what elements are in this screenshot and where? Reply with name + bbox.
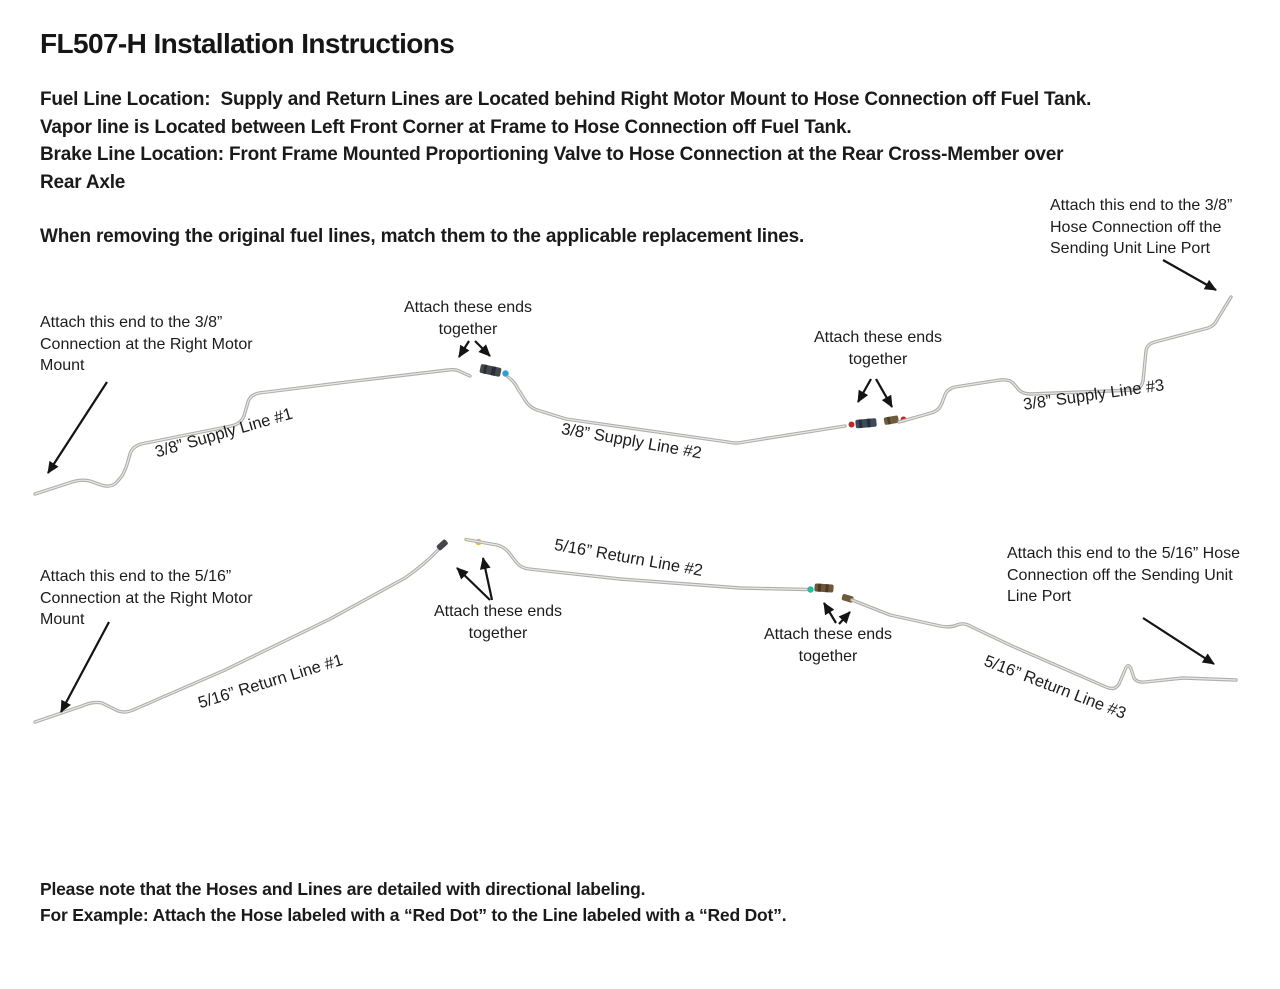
return-line-1-end-fitting <box>436 539 448 551</box>
intro-paragraph: Fuel Line Location: Supply and Return Li… <box>40 86 1220 196</box>
intro-line-3: Brake Line Location: Front Frame Mounted… <box>40 144 1064 165</box>
supply-line-2 <box>506 375 847 445</box>
return-line-2 <box>464 537 809 592</box>
arrow-return-join2-a <box>823 602 837 624</box>
arrow-return-join2-b <box>838 611 851 625</box>
teal-dot-marker <box>807 586 814 593</box>
supply-joint-2-hose-fitting <box>855 418 877 429</box>
callout-arrows <box>47 259 1217 713</box>
annotation-supply-left: Attach this end to the 3/8” Connection a… <box>40 314 253 374</box>
return-joint-2-hose-fitting <box>814 583 834 593</box>
annotation-return-right: Attach this end to the 5/16” Hose Connec… <box>1007 545 1241 605</box>
arrow-supply-join2-a <box>857 378 872 403</box>
arrow-supply-right <box>1162 259 1217 291</box>
arrow-return-right <box>1142 617 1215 665</box>
page-title: FL507-H Installation Instructions <box>40 28 455 59</box>
return-line-1 <box>33 548 440 724</box>
annotation-return-join-2: Attach these ends together <box>763 626 893 665</box>
annotation-return-left: Attach this end to the 5/16” Connection … <box>40 568 253 628</box>
supply-line-3 <box>897 295 1233 424</box>
footer-note-line-1: Please note that the Hoses and Lines are… <box>40 879 646 899</box>
intro-line-2: Vapor line is Located between Left Front… <box>40 116 852 138</box>
annotation-supply-right: Attach this end to the 3/8” Hose Connect… <box>1050 197 1233 257</box>
arrow-return-left <box>60 621 110 713</box>
intro-line-4: Rear Axle <box>40 171 126 193</box>
annotation-return-join-1: Attach these ends together <box>433 603 563 642</box>
annotation-supply-join-1: Attach these ends together <box>403 299 533 338</box>
arrow-supply-join1-a <box>458 340 470 358</box>
arrow-supply-join1-b <box>474 340 491 357</box>
arrow-return-join1-a <box>456 567 491 601</box>
intro-line-1: Fuel Line Location: Supply and Return Li… <box>40 89 1092 110</box>
supply-joint-2-line-fitting <box>883 415 899 425</box>
return-line-3 <box>850 598 1238 691</box>
arrow-return-join1-b <box>480 557 494 601</box>
annotation-supply-join-2: Attach these ends together <box>813 329 943 368</box>
footer-note-line-2: For Example: Attach the Hose labeled wit… <box>40 905 787 925</box>
supply-line-1 <box>33 367 472 496</box>
warning-text: When removing the original fuel lines, m… <box>40 226 805 247</box>
blue-dot-marker <box>502 370 509 377</box>
red-dot-marker <box>848 421 855 428</box>
arrow-supply-left <box>47 381 108 474</box>
supply-joint-1-hose-fitting <box>479 364 502 377</box>
footer-notes: Please note that the Hoses and Lines are… <box>40 876 787 928</box>
arrow-supply-join2-b <box>875 378 893 408</box>
